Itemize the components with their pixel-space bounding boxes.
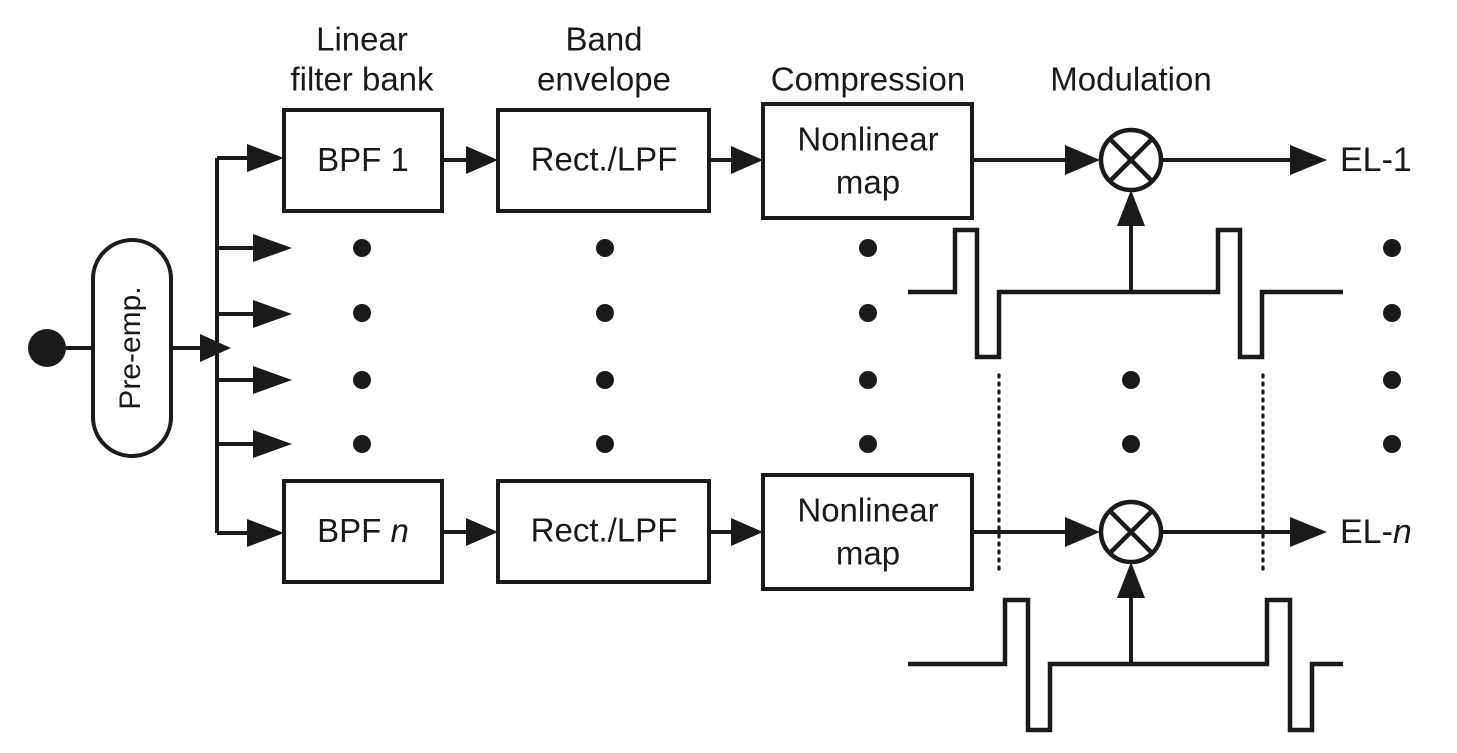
arrowhead-rectn-nln: [731, 518, 763, 546]
header-filter-bank-line2: filter bank: [290, 61, 434, 98]
header-filter-bank-line1: Linear: [316, 21, 408, 58]
header-compression: Compression: [771, 61, 965, 98]
arrowhead-branch-3: [253, 300, 292, 328]
arrowhead-bpfn-rectn: [466, 518, 498, 546]
input-stage: Pre-emp.: [28, 158, 231, 533]
ellipsis-dot: [596, 239, 614, 257]
ellipsis-dot: [1383, 239, 1401, 257]
carrier-waveform-bottom: [908, 597, 1343, 733]
arrowhead-branch-5: [253, 430, 292, 458]
bpf-n-label: BPF n: [317, 512, 409, 549]
header-band-envelope-line2: envelope: [537, 61, 671, 98]
biphasic-pulse-train-top: [908, 227, 1343, 360]
ellipsis-dot: [1383, 435, 1401, 453]
preemphasis-label: Pre-emp.: [114, 286, 147, 409]
continuation-guides: [997, 373, 1265, 577]
el-n-prefix: EL-: [1340, 513, 1393, 551]
ellipsis-dot: [859, 239, 877, 257]
arrowhead-carrier-modn: [1117, 562, 1145, 598]
header-modulation: Modulation: [1050, 61, 1211, 98]
nonlinear-map-n-line1: Nonlinear: [797, 492, 938, 529]
channel-n-row: BPF n Rect./LPF Nonlinear map: [282, 473, 1412, 662]
bpf-1-prefix: BPF: [317, 141, 381, 178]
multiply-icon-1: [1108, 137, 1154, 183]
arrowhead-eln: [1290, 517, 1327, 547]
ellipsis-dot: [353, 435, 371, 453]
arrowhead-nln-modn: [1065, 517, 1100, 547]
arrowhead-branch-n: [247, 519, 284, 547]
arrowhead-el1: [1290, 145, 1327, 175]
header-band-envelope-line1: Band: [565, 21, 642, 58]
ellipsis-dot: [859, 371, 877, 389]
ellipsis-dot: [1383, 371, 1401, 389]
output-label-el-n: EL-n: [1340, 513, 1412, 551]
channel-1-row: BPF 1 Rect./LPF Nonlinear map: [282, 102, 1412, 290]
ellipsis-dot: [1383, 304, 1401, 322]
ellipsis-dot: [1122, 435, 1140, 453]
ellipsis-dot: [1122, 371, 1140, 389]
bpf-n-prefix: BPF: [317, 512, 381, 549]
nonlinear-map-n-block[interactable]: [761, 473, 974, 591]
output-label-el-1: EL-1: [1340, 141, 1412, 179]
arrowhead-rect1-nl1: [731, 146, 763, 174]
ellipsis-dot: [353, 371, 371, 389]
ellipsis-dots: [353, 239, 1401, 453]
rect-lpf-1-label: Rect./LPF: [531, 141, 678, 178]
el-n-index: n: [1393, 513, 1412, 551]
nonlinear-map-1-line1: Nonlinear: [797, 121, 938, 158]
arrowhead-branch-4: [253, 366, 292, 394]
arrowhead-bpf1-rect1: [466, 146, 498, 174]
bpf-n-index: n: [391, 512, 409, 549]
ellipsis-dot: [596, 304, 614, 322]
ellipsis-dot: [859, 435, 877, 453]
column-headers: Linear filter bank Band envelope Compres…: [290, 21, 1211, 98]
arrowhead-branch-2: [253, 234, 292, 262]
ellipsis-dot: [596, 435, 614, 453]
arrowhead-branch-1: [247, 144, 284, 172]
input-source-node: [28, 329, 66, 367]
biphasic-pulse-train-bottom: [908, 597, 1343, 733]
ellipsis-dot: [596, 371, 614, 389]
arrowhead-nl1-mod1: [1065, 145, 1100, 175]
ellipsis-dot: [859, 304, 877, 322]
fanout-branches: [217, 144, 292, 547]
rect-lpf-n-label: Rect./LPF: [531, 512, 678, 549]
arrowhead-carrier-mod1: [1117, 190, 1145, 226]
carrier-waveform-top: [908, 227, 1343, 360]
bpf-1-label: BPF 1: [317, 141, 409, 178]
nonlinear-map-1-block[interactable]: [761, 102, 974, 220]
bpf-n-block[interactable]: [282, 479, 444, 584]
nonlinear-map-n-line2: map: [836, 535, 900, 572]
bpf-1-index: 1: [391, 141, 409, 178]
nonlinear-map-1-line2: map: [836, 164, 900, 201]
ellipsis-dot: [353, 304, 371, 322]
el-1-index: 1: [1393, 141, 1412, 179]
ellipsis-dot: [353, 239, 371, 257]
multiply-icon-n: [1108, 509, 1154, 555]
el-1-prefix: EL-: [1340, 141, 1393, 179]
